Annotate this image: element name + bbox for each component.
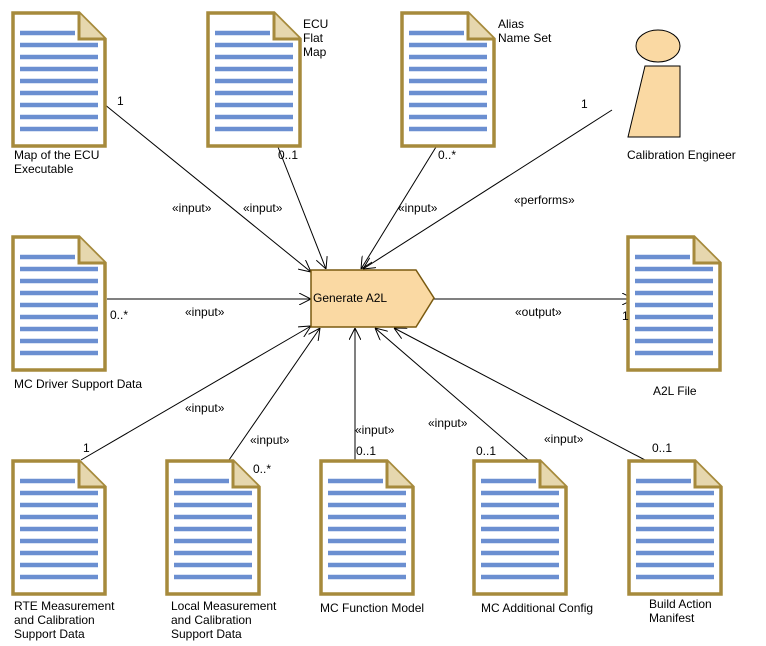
artifact-label-ecu-flat-map: ECU Flat Map — [303, 17, 329, 59]
stereotype-a2l-file: «output» — [515, 305, 562, 319]
stereotype-ecu-flat-map: «input» — [243, 201, 283, 215]
artifact-label-local-measurement: Local Measurement and Calibration Suppor… — [171, 599, 277, 641]
stereotype-alias-name-set: «input» — [398, 201, 438, 215]
multiplicity-actor: 1 — [581, 97, 588, 111]
artifact-label-alias-name-set: Alias Name Set — [498, 17, 552, 45]
task-layer — [310, 269, 435, 328]
stereotype-local-measurement: «input» — [250, 433, 290, 447]
edge-local-measurement — [228, 328, 320, 461]
actor-layer — [627, 29, 681, 138]
multiplicity-rte-measurement: 1 — [83, 441, 90, 455]
multiplicity-mc-additional-config: 0..1 — [476, 444, 497, 458]
multiplicity-map-ecu: 1 — [117, 94, 124, 108]
document-icon-local-measurement — [165, 459, 261, 596]
document-icon-build-action-manifest — [627, 459, 723, 596]
edge-build-action-manifest — [394, 328, 646, 461]
actor-head — [635, 29, 681, 63]
stereotype-mc-additional-config: «input» — [428, 416, 468, 430]
documents-layer — [11, 11, 723, 596]
stereotype-mc-driver-support: «input» — [185, 305, 225, 319]
edges-layer — [80, 103, 646, 461]
edge-alias-name-set — [361, 146, 437, 269]
multiplicity-alias-name-set: 0..* — [438, 148, 457, 162]
edge-mc-additional-config — [375, 328, 529, 461]
task-shape[interactable] — [310, 269, 435, 328]
multiplicity-mc-function-model: 0..1 — [356, 444, 377, 458]
artifact-label-mc-additional-config: MC Additional Config — [481, 601, 594, 615]
multiplicity-build-action-manifest: 0..1 — [652, 441, 673, 455]
actor-label: Calibration Engineer — [627, 148, 736, 162]
artifact-label-build-action-manifest: Build Action Manifest — [649, 597, 712, 625]
document-icon-ecu-flat-map — [206, 11, 302, 148]
multiplicity-a2l-file: 1 — [622, 309, 629, 323]
multiplicity-mc-driver-support: 0..* — [110, 308, 129, 322]
artifact-label-mc-driver-support: MC Driver Support Data — [14, 377, 143, 391]
artifact-label-rte-measurement: RTE Measurement and Calibration Support … — [14, 599, 115, 641]
artifact-label-map-ecu: Map of the ECU Executable — [14, 148, 100, 176]
task-label: Generate A2L — [313, 291, 388, 305]
artifact-label-mc-function-model: MC Function Model — [320, 601, 425, 615]
edge-rte-measurement — [80, 326, 311, 461]
document-icon-mc-driver-support — [11, 235, 107, 372]
multiplicity-local-measurement: 0..* — [253, 462, 272, 476]
document-icon-mc-function-model — [319, 459, 415, 596]
stereotype-actor: «performs» — [514, 193, 575, 207]
artifact-label-a2l-file: A2L File — [653, 384, 697, 398]
multiplicity-ecu-flat-map: 0..1 — [278, 148, 299, 162]
stereotype-build-action-manifest: «input» — [544, 432, 584, 446]
edge-map-ecu — [103, 103, 311, 272]
document-icon-a2l-file — [626, 235, 722, 372]
stereotype-map-ecu: «input» — [172, 201, 212, 215]
actor-body — [627, 65, 681, 138]
edge-actor — [363, 109, 613, 269]
document-icon-map-ecu — [11, 11, 107, 148]
document-icon-rte-measurement — [11, 459, 107, 596]
document-icon-mc-additional-config — [472, 459, 568, 596]
edge-ecu-flat-map — [277, 146, 326, 269]
stereotype-mc-function-model: «input» — [355, 423, 395, 437]
stereotype-rte-measurement: «input» — [185, 401, 225, 415]
document-icon-alias-name-set — [400, 11, 496, 148]
